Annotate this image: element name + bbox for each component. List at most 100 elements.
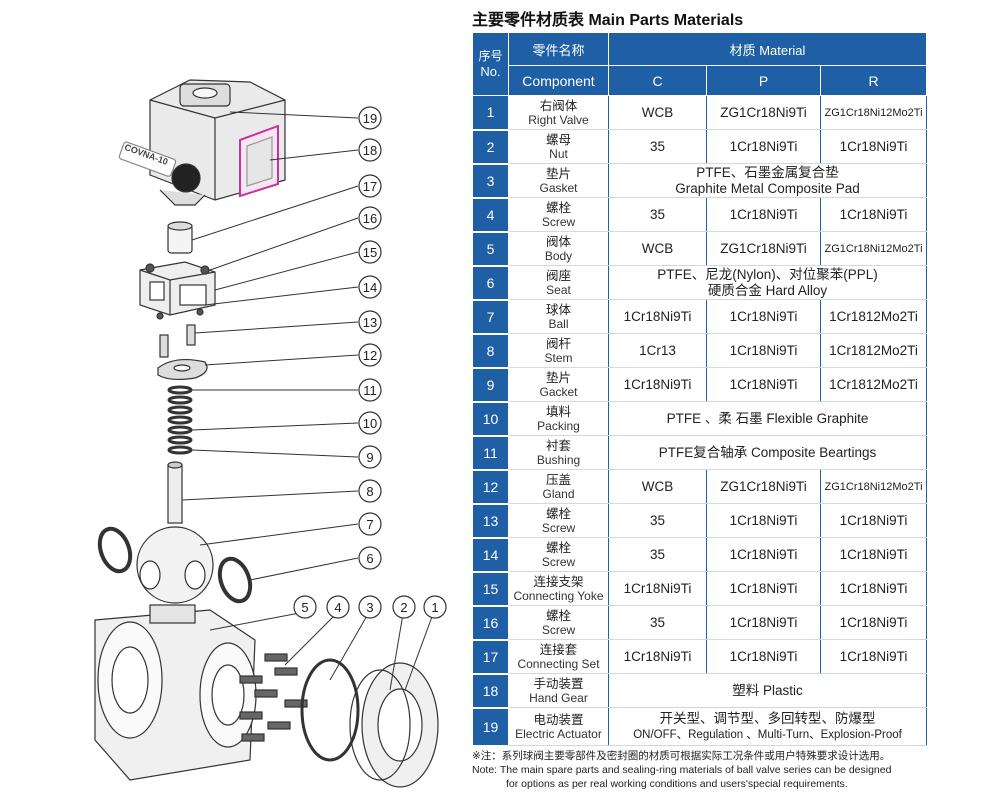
- material-r: ZG1Cr18Ni12Mo2Ti: [820, 231, 928, 266]
- callout-9: 9: [358, 445, 382, 469]
- component-name-cn: 手动装置: [533, 676, 584, 691]
- component-name-en: Screw: [541, 520, 576, 535]
- material-p: 1Cr18Ni9Ti: [706, 537, 821, 572]
- component-name-en: Screw: [541, 214, 576, 229]
- component-name-en: Connecting Yoke: [513, 588, 604, 603]
- component-name-cn: 阀体: [545, 234, 571, 249]
- callout-2: 2: [392, 595, 416, 619]
- callout-7: 7: [358, 512, 382, 536]
- svg-text:8: 8: [366, 484, 373, 499]
- callout-10: 10: [358, 411, 382, 435]
- material-r: 1Cr1812Mo2Ti: [820, 367, 928, 402]
- material-line: 塑料 Plastic: [732, 682, 803, 698]
- row-number: 18: [472, 673, 509, 709]
- component-name-en: Stem: [544, 350, 573, 365]
- material-p: ZG1Cr18Ni9Ti: [706, 469, 821, 504]
- material-line: PTFE、石墨金属复合垫: [696, 164, 839, 180]
- screws-13: [159, 324, 196, 358]
- svg-text:7: 7: [366, 517, 373, 532]
- material-c: 1Cr18Ni9Ti: [608, 639, 707, 674]
- electric-actuator: COVNA-10: [118, 79, 286, 206]
- callout-11: 11: [358, 378, 382, 402]
- svg-text:16: 16: [363, 211, 377, 226]
- note-cn: ※注：系列球阀主要零部件及密封圈的材质可根据实际工况条件或用户特殊要求设计选用。: [472, 750, 891, 762]
- gland: [157, 358, 208, 381]
- component-name-en: Gacket: [539, 384, 578, 399]
- material-c: 1Cr13: [608, 333, 707, 368]
- component-name-cn: 连接套: [539, 642, 578, 657]
- component-name-en: Screw: [541, 554, 576, 569]
- right-valve: [349, 662, 439, 788]
- row-number: 6: [472, 265, 509, 301]
- connecting-set: [167, 221, 193, 254]
- material-c: 1Cr18Ni9Ti: [608, 367, 707, 402]
- row-number: 3: [472, 163, 509, 199]
- component-name-en: Ball: [548, 316, 569, 331]
- svg-text:14: 14: [363, 280, 377, 295]
- callout-15: 15: [358, 240, 382, 264]
- row-number: 10: [472, 401, 509, 437]
- material-c: WCB: [608, 231, 707, 266]
- material-p: 1Cr18Ni9Ti: [706, 197, 821, 232]
- component-name-cn: 填料: [545, 404, 571, 419]
- material-p: ZG1Cr18Ni9Ti: [706, 95, 821, 130]
- row-number: 11: [472, 435, 509, 471]
- component-name-en: Right Valve: [528, 112, 589, 127]
- callout-14: 14: [358, 275, 382, 299]
- stem: [167, 461, 183, 524]
- row-number: 2: [472, 129, 509, 165]
- material-c: 35: [608, 503, 707, 538]
- material-line: PTFE、尼龙(Nylon)、对位聚苯(PPL): [657, 266, 878, 282]
- svg-text:18: 18: [363, 143, 377, 158]
- packing-rings: [167, 385, 193, 455]
- material-merged: PTFE 、柔 石墨 Flexible Graphite: [608, 401, 928, 436]
- row-number: 4: [472, 197, 509, 233]
- material-p: 1Cr18Ni9Ti: [706, 571, 821, 606]
- component-name-cn: 右阀体: [539, 98, 578, 113]
- row-number: 12: [472, 469, 509, 505]
- svg-text:17: 17: [363, 179, 377, 194]
- header-col-c: C: [608, 65, 707, 96]
- svg-text:3: 3: [366, 600, 373, 615]
- callout-8: 8: [358, 479, 382, 503]
- svg-text:10: 10: [363, 416, 377, 431]
- component-name-en: Packing: [537, 418, 580, 433]
- material-c: WCB: [608, 95, 707, 130]
- component-name-en: Connecting Set: [517, 656, 600, 671]
- material-c: 35: [608, 197, 707, 232]
- callout-5: 5: [293, 595, 317, 619]
- gasket: [300, 658, 360, 762]
- component-name-en: Electric Actuator: [515, 726, 602, 741]
- component-name-cn: 螺母: [545, 132, 571, 147]
- material-line: ON/OFF、Regulation 、Multi-Turn、Explosion-…: [633, 728, 902, 741]
- component-name-en: Screw: [541, 622, 576, 637]
- material-r: 1Cr1812Mo2Ti: [820, 299, 928, 334]
- material-r: ZG1Cr18Ni12Mo2Ti: [820, 95, 928, 130]
- row-number: 14: [472, 537, 509, 573]
- material-c: 35: [608, 605, 707, 640]
- material-r: 1Cr1812Mo2Ti: [820, 333, 928, 368]
- body-screws: [239, 653, 308, 742]
- material-p: 1Cr18Ni9Ti: [706, 367, 821, 402]
